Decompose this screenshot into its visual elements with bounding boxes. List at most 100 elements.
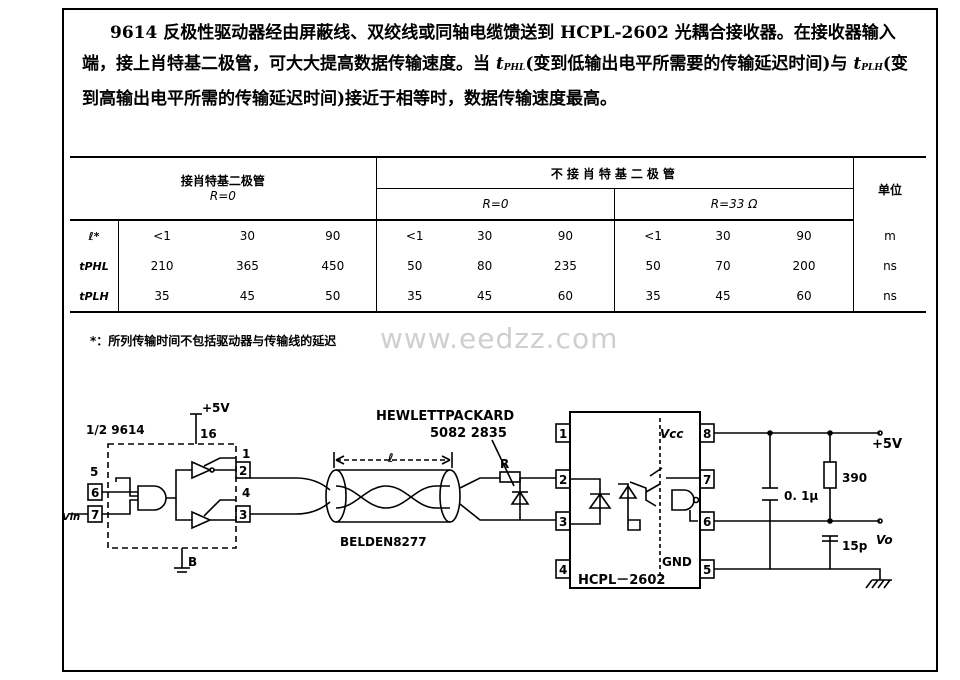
row-label: tPHL xyxy=(79,259,109,273)
wire-to-pin3 xyxy=(459,503,556,521)
ic-transistor-base xyxy=(645,483,661,493)
inverter-bubble xyxy=(209,467,215,473)
resistor-r-label: R xyxy=(500,457,509,471)
cable-wire-a xyxy=(250,477,331,491)
and-gate xyxy=(137,485,167,511)
driver-label: 1/2 9614 xyxy=(86,423,145,437)
table-cell: 30 xyxy=(715,229,731,243)
ic-pin1-label: 1 xyxy=(559,427,567,441)
driver-box xyxy=(107,443,237,549)
table-cell: 35 xyxy=(614,281,691,313)
ic-pin7-label: 7 xyxy=(703,473,711,487)
ic-output-bubble xyxy=(692,496,700,504)
table-cell: <1 xyxy=(118,220,206,251)
junction-dot xyxy=(767,430,773,436)
ic-pin3-label: 3 xyxy=(559,515,567,529)
ic-photo-wire xyxy=(618,483,641,531)
wire-to-r xyxy=(459,477,500,489)
table-cell: 50 xyxy=(289,281,377,313)
ic-pin2-label: 2 xyxy=(559,473,567,487)
table-cell: <1 xyxy=(614,220,691,251)
cap-label: 0. 1μ xyxy=(784,489,818,503)
ic-pin6-label: 6 xyxy=(703,515,711,529)
para-part1: 9614 反极性驱动器经由屏蔽线、双绞线或同轴电缆馈送到 HCPL-2602 光… xyxy=(82,23,896,74)
row-label: tPLH xyxy=(70,281,119,313)
hp-label: HEWLETTPACKARD xyxy=(376,409,514,424)
cable-label: BELDEN8277 xyxy=(340,535,427,549)
pin1-label: 1 xyxy=(242,447,250,461)
table-cell: 210 xyxy=(118,251,206,281)
plus5v-right: +5V xyxy=(872,437,902,452)
tphl-symbol: tPHL xyxy=(495,54,526,74)
ic-vcc-label: Vcc xyxy=(660,427,684,441)
ic-out-wire xyxy=(689,499,700,522)
junction-dot xyxy=(827,430,833,436)
table-cell: 45 xyxy=(690,281,755,313)
table-unit: ns xyxy=(853,251,926,281)
hp-pointer xyxy=(491,439,515,487)
ic-transistor xyxy=(629,481,657,507)
table-row: tPLH 35 45 50 35 45 60 35 45 60 ns xyxy=(70,281,926,313)
table-footnote: *：所列传输时间不包括驱动器与传输线的延迟 xyxy=(90,334,337,348)
cap15p-label: 15p xyxy=(842,539,868,553)
wire-gate-top xyxy=(166,469,192,499)
timing-table: 接肖特基二极管 不接肖特基二极管 单位 R=0 R=0 R=33 Ω ℓ* <1… xyxy=(70,156,926,313)
table-cell: 80 xyxy=(476,259,493,273)
ic-pin7-box xyxy=(699,469,715,489)
table-unit: m xyxy=(853,220,926,251)
table-row: tPHL 210 365 450 50 80 235 50 70 200 ns xyxy=(70,251,926,281)
ground-rail xyxy=(714,568,881,580)
table-cell: 90 xyxy=(325,229,341,243)
buffer-bottom xyxy=(191,510,212,530)
ic-led-wire xyxy=(570,478,601,525)
wire-gate-bottom xyxy=(175,498,192,521)
para-part2: (变到低输出电平所需要的传输延迟时间)与 xyxy=(525,54,854,74)
buffer-top-out xyxy=(203,457,236,471)
group2-sub-b: R=33 Ω xyxy=(614,188,854,221)
junction-dot xyxy=(827,518,833,524)
watermark: www.eedzz.com xyxy=(380,322,619,355)
table-cell: 60 xyxy=(516,281,615,313)
unit-header: 单位 xyxy=(853,156,926,220)
ic-pin8-label: 8 xyxy=(703,427,711,441)
twisted-wire-2 xyxy=(335,485,450,509)
table-cell: 30 xyxy=(239,229,256,243)
schottky-diode xyxy=(510,490,530,505)
plus5v-top: +5V xyxy=(202,401,230,415)
pin5-label: 5 xyxy=(90,465,98,479)
table-cell: 450 xyxy=(321,259,345,273)
buffer-top xyxy=(191,460,212,480)
vcc-terminal xyxy=(877,430,883,436)
hp-part: 5082 2835 xyxy=(430,426,507,441)
table-cell: 45 xyxy=(452,281,517,313)
vo-label: Vo xyxy=(876,533,893,547)
wire-pin5 xyxy=(115,477,138,497)
pin16-label: 16 xyxy=(200,427,217,441)
pin2-label: 2 xyxy=(239,464,247,478)
ic-pin4-label: 4 xyxy=(559,563,567,577)
pin6-label: 6 xyxy=(91,486,99,500)
ic-pin3-box xyxy=(555,511,571,531)
table-cell: 50 xyxy=(375,251,453,281)
length-arrowheads xyxy=(335,455,451,465)
buffer-bottom-out xyxy=(203,499,236,521)
page-frame xyxy=(62,8,938,672)
ground-symbol xyxy=(865,579,892,589)
table-unit: ns xyxy=(853,281,926,313)
ic-output-gate xyxy=(671,489,695,511)
ic-pin1-box xyxy=(555,423,571,443)
ic-pin5-label: 5 xyxy=(703,563,711,577)
table-cell: 365 xyxy=(235,259,259,273)
group1-sub: R=0 xyxy=(70,188,377,221)
ic-name: HCPL－2602 xyxy=(578,573,665,588)
table-cell: 50 xyxy=(614,251,691,281)
table-cell: 35 xyxy=(375,281,453,313)
group2-title: 不接肖特基二极管 xyxy=(375,156,854,189)
cable-wire-b xyxy=(250,501,331,515)
resistor-390 xyxy=(823,461,837,489)
resistor-r xyxy=(499,471,521,483)
cable-end-right xyxy=(439,469,461,523)
length-label: ℓ xyxy=(387,451,394,465)
table-cell: 90 xyxy=(796,229,812,243)
